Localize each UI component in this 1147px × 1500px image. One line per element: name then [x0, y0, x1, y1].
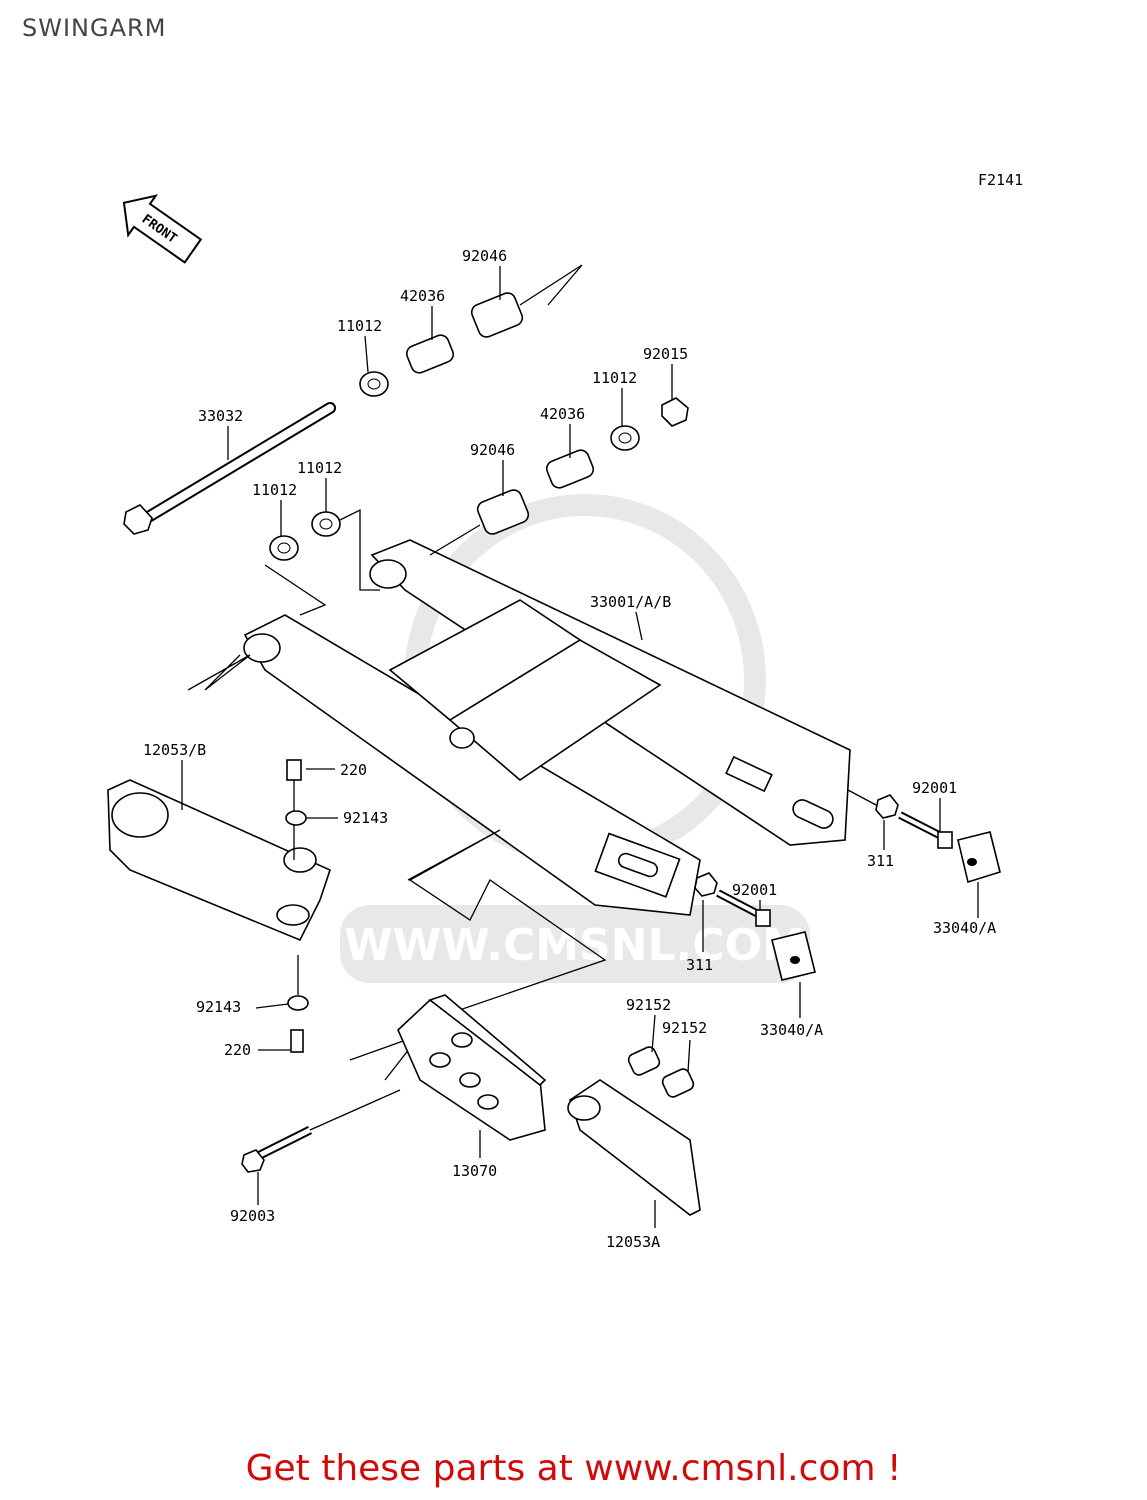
- bearing-92046-mid: [476, 489, 530, 535]
- label-92152-a: 92152: [626, 996, 671, 1014]
- label-33040-right: 33040/A: [933, 919, 996, 937]
- footer-promo-link[interactable]: Get these parts at www.cmsnl.com !: [245, 1448, 902, 1489]
- washer-92143-bot: [287, 995, 309, 1011]
- label-220-top: 220: [340, 761, 367, 779]
- label-311-mid: 311: [686, 956, 713, 974]
- pivot-bolt-33032: [123, 402, 336, 535]
- label-42036-mid: 42036: [540, 405, 585, 423]
- leader-lines: [181, 266, 979, 1228]
- bolt-220-top: [286, 759, 302, 860]
- nut-92015: [661, 397, 689, 427]
- chain-slider-12053b: [107, 779, 331, 942]
- label-33040-mid: 33040/A: [760, 1021, 823, 1039]
- pin-92152-b: [661, 1068, 695, 1098]
- label-33032: 33032: [198, 407, 243, 425]
- label-42036-top: 42036: [400, 287, 445, 305]
- label-11012-right: 11012: [592, 369, 637, 387]
- bearing-92046-top: [470, 292, 524, 338]
- front-arrow-icon: FRONT: [122, 194, 203, 264]
- sleeve-42036-mid: [545, 449, 595, 489]
- bolt-92001-mid: [755, 909, 771, 927]
- nut-311-mid: [694, 872, 718, 897]
- label-92001-right: 92001: [912, 779, 957, 797]
- plate-33040-right: [957, 831, 1001, 884]
- label-92003: 92003: [230, 1207, 275, 1225]
- bolt-92003: [241, 1089, 401, 1173]
- label-92152-b: 92152: [662, 1019, 707, 1037]
- pin-92152-a: [627, 1046, 661, 1076]
- bolt-220-bot: [290, 1029, 304, 1053]
- part-number-labels: 92046 42036 11012 92015 11012 42036 3303…: [143, 247, 996, 1251]
- label-11012-b: 11012: [297, 459, 342, 477]
- page-title: SWINGARM: [22, 14, 167, 42]
- chain-guide-12053a: [567, 1079, 701, 1216]
- label-311-right: 311: [867, 852, 894, 870]
- figure-code: F2141: [978, 171, 1023, 189]
- label-13070: 13070: [452, 1162, 497, 1180]
- label-12053b: 12053/B: [143, 741, 206, 759]
- label-92046-mid: 92046: [470, 441, 515, 459]
- label-92001-mid: 92001: [732, 881, 777, 899]
- chain-guide-13070: [397, 994, 547, 1141]
- label-92143-bot: 92143: [196, 998, 241, 1016]
- sleeve-42036-top: [405, 334, 455, 374]
- label-11012-a: 11012: [252, 481, 297, 499]
- label-33001: 33001/A/B: [590, 593, 671, 611]
- swingarm: [243, 539, 851, 916]
- watermark-text: WWW.CMSNL.COM: [344, 920, 806, 971]
- label-220-bot: 220: [224, 1041, 251, 1059]
- swingarm-exploded-diagram: WWW.CMSNL.COM F2141 FRONT: [107, 171, 1023, 1251]
- washer-92143-top: [285, 810, 307, 826]
- label-92143-top: 92143: [343, 809, 388, 827]
- label-12053a: 12053A: [606, 1233, 660, 1251]
- label-92015: 92015: [643, 345, 688, 363]
- label-92046-top: 92046: [462, 247, 507, 265]
- bolt-92001-right: [937, 831, 953, 849]
- nut-311-right: [875, 794, 899, 819]
- label-11012-top: 11012: [337, 317, 382, 335]
- plate-33040-mid: [771, 931, 816, 981]
